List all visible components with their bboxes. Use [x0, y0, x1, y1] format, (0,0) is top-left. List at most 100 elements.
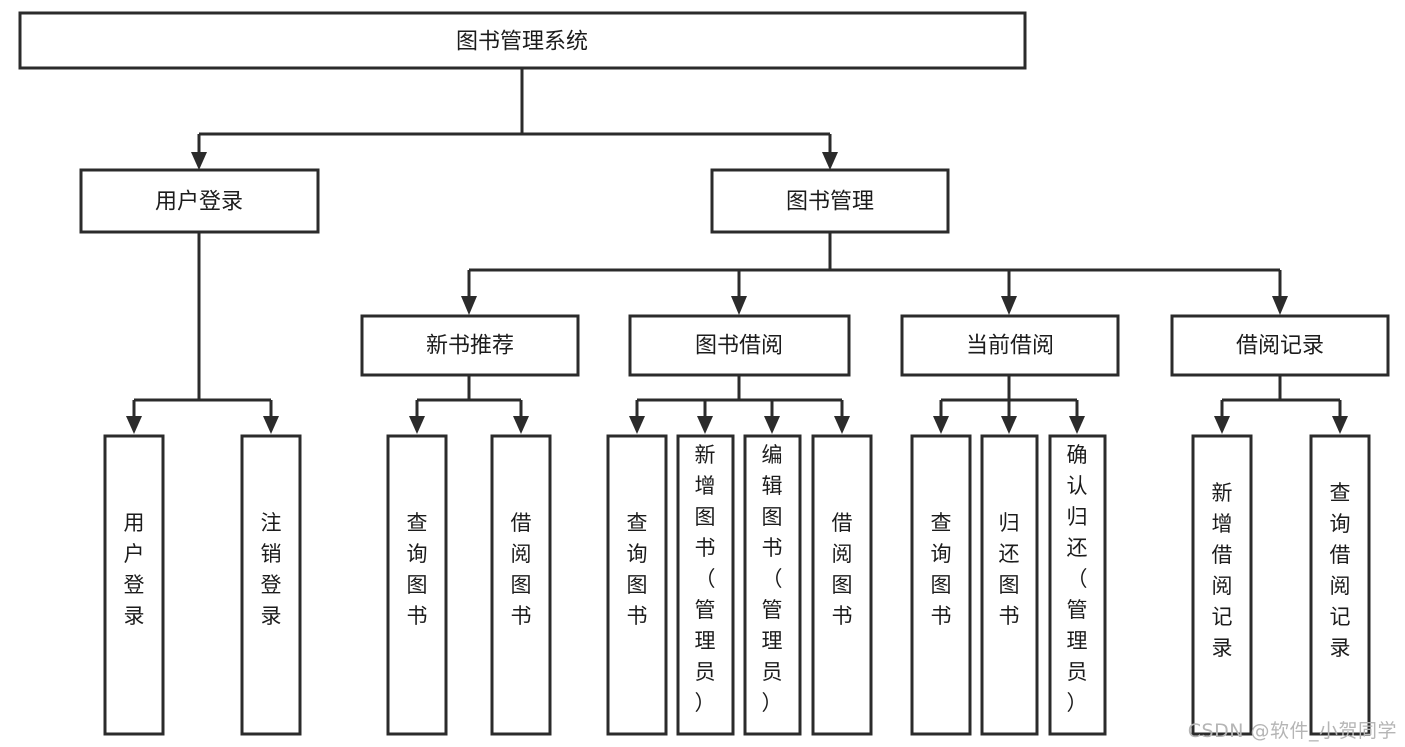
vertical-char: （: [762, 567, 783, 591]
node-leaf-logout-login-label: 注销登录: [261, 511, 282, 628]
node-user-login[interactable]: 用户登录: [79, 168, 320, 234]
arrow-query-record: [1332, 416, 1348, 434]
vertical-char: 借: [1330, 543, 1351, 567]
node-leaf-edit-book-label: 编辑图书（管理员）: [762, 443, 783, 715]
node-new-book-recommend[interactable]: 新书推荐: [360, 314, 580, 377]
node-new-book-recommend-box[interactable]: [360, 314, 580, 377]
node-leaf-borrow-book-1-box[interactable]: [490, 434, 552, 736]
vertical-char: 阅: [511, 542, 532, 566]
node-leaf-add-record-label: 新增借阅记录: [1212, 481, 1233, 660]
arrow-leaf-user-login: [126, 416, 142, 434]
node-leaf-borrow-book-2[interactable]: 借阅图书: [811, 434, 873, 736]
node-root-label: 图书管理系统: [456, 30, 588, 55]
vertical-char: 管: [695, 598, 716, 622]
vertical-char: 询: [627, 542, 648, 566]
node-leaf-confirm-return-box[interactable]: [1048, 434, 1107, 736]
vertical-char: 图: [407, 573, 428, 597]
node-leaf-user-login-label: 用户登录: [124, 511, 145, 628]
node-new-book-recommend-label: 新书推荐: [426, 334, 514, 359]
vertical-char: 理: [762, 629, 783, 653]
node-leaf-return-book-box[interactable]: [980, 434, 1039, 736]
node-leaf-borrow-book-1-label: 借阅图书: [511, 511, 532, 628]
node-book-manage-box[interactable]: [710, 168, 950, 234]
node-leaf-return-book[interactable]: 归还图书: [980, 434, 1039, 736]
vertical-char: 书: [762, 536, 783, 560]
edges-layer: [126, 68, 1348, 434]
vertical-char: ）: [1067, 691, 1088, 715]
node-current-borrow[interactable]: 当前借阅: [900, 314, 1120, 377]
node-leaf-edit-book[interactable]: 编辑图书（管理员）: [743, 434, 802, 736]
vertical-char: 还: [1067, 536, 1088, 560]
arrow-to-borrow-record: [1272, 296, 1288, 315]
vertical-char: 员: [762, 660, 783, 684]
node-leaf-logout-login[interactable]: 注销登录: [240, 434, 302, 736]
vertical-char: 书: [695, 536, 716, 560]
node-leaf-return-book-label: 归还图书: [999, 511, 1020, 628]
vertical-char: 销: [261, 542, 282, 566]
node-leaf-query-book-2-box[interactable]: [606, 434, 668, 736]
node-leaf-add-book[interactable]: 新增图书（管理员）: [676, 434, 735, 736]
node-leaf-query-book-1[interactable]: 查询图书: [386, 434, 448, 736]
vertical-char: 阅: [832, 542, 853, 566]
vertical-char: 录: [261, 604, 282, 628]
nodes-layer: 图书管理系统 用户登录 图书管理 新书推荐 图书借阅 当前: [18, 11, 1390, 736]
node-leaf-confirm-return[interactable]: 确认归还（管理员）: [1048, 434, 1107, 736]
vertical-char: 归: [999, 511, 1020, 535]
node-leaf-borrow-book-2-box[interactable]: [811, 434, 873, 736]
node-leaf-query-record-label: 查询借阅记录: [1330, 481, 1351, 660]
node-book-borrow-box[interactable]: [628, 314, 851, 377]
node-leaf-add-book-box[interactable]: [676, 434, 735, 736]
vertical-char: 图: [511, 573, 532, 597]
node-current-borrow-label: 当前借阅: [966, 334, 1054, 359]
node-borrow-record-label: 借阅记录: [1236, 334, 1324, 359]
node-leaf-borrow-book-1[interactable]: 借阅图书: [490, 434, 552, 736]
vertical-char: 询: [1330, 512, 1351, 536]
node-root[interactable]: 图书管理系统: [18, 11, 1027, 70]
node-leaf-add-record[interactable]: 新增借阅记录: [1191, 434, 1253, 736]
arrow-to-new-book: [461, 296, 477, 315]
arrow-query-book-3: [933, 416, 949, 434]
node-user-login-box[interactable]: [79, 168, 320, 234]
node-leaf-query-book-1-label: 查询图书: [407, 511, 428, 628]
node-current-borrow-box[interactable]: [900, 314, 1120, 377]
node-book-manage[interactable]: 图书管理: [710, 168, 950, 234]
node-user-login-label: 用户登录: [155, 190, 243, 215]
vertical-char: 员: [1067, 660, 1088, 684]
vertical-char: 登: [261, 573, 282, 597]
node-leaf-query-book-1-box[interactable]: [386, 434, 448, 736]
vertical-char: 认: [1067, 474, 1088, 498]
node-book-borrow[interactable]: 图书借阅: [628, 314, 851, 377]
node-leaf-query-book-2[interactable]: 查询图书: [606, 434, 668, 736]
node-leaf-confirm-return-label: 确认归还（管理员）: [1067, 443, 1088, 715]
vertical-char: 询: [931, 542, 952, 566]
arrow-to-current-borrow: [1001, 296, 1017, 315]
vertical-char: 图: [931, 573, 952, 597]
vertical-char: 查: [407, 511, 428, 535]
vertical-char: 员: [695, 660, 716, 684]
node-borrow-record[interactable]: 借阅记录: [1170, 314, 1390, 377]
arrow-edit-book: [764, 416, 780, 434]
node-leaf-user-login-box[interactable]: [103, 434, 165, 736]
vertical-char: 辑: [762, 474, 783, 498]
node-leaf-add-record-box[interactable]: [1191, 434, 1253, 736]
vertical-char: 理: [695, 629, 716, 653]
arrow-add-record: [1214, 416, 1230, 434]
vertical-char: 归: [1067, 505, 1088, 529]
node-leaf-edit-book-box[interactable]: [743, 434, 802, 736]
node-leaf-query-book-3[interactable]: 查询图书: [910, 434, 972, 736]
node-root-box[interactable]: [18, 11, 1027, 70]
node-leaf-logout-login-box[interactable]: [240, 434, 302, 736]
node-leaf-query-book-2-label: 查询图书: [627, 511, 648, 628]
vertical-char: 登: [124, 573, 145, 597]
node-borrow-record-box[interactable]: [1170, 314, 1390, 377]
vertical-char: （: [1067, 567, 1088, 591]
node-leaf-query-book-3-box[interactable]: [910, 434, 972, 736]
node-leaf-query-record[interactable]: 查询借阅记录: [1309, 434, 1371, 736]
vertical-char: 录: [1330, 636, 1351, 660]
vertical-char: 阅: [1330, 574, 1351, 598]
node-leaf-user-login[interactable]: 用户登录: [103, 434, 165, 736]
node-leaf-query-record-box[interactable]: [1309, 434, 1371, 736]
arrow-query-book-2: [629, 416, 645, 434]
